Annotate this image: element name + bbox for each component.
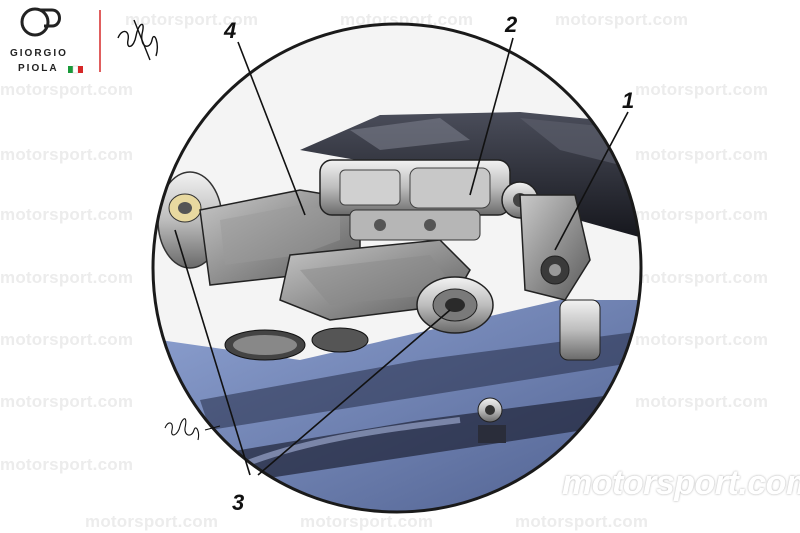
leader-line-1 [554, 111, 629, 251]
leader-line-3a [174, 229, 251, 476]
callout-label-1: 1 [622, 88, 635, 113]
watermark: motorsport.com [635, 145, 769, 164]
artist-signature-small-icon [164, 418, 221, 441]
watermark: motorsport.com [635, 330, 769, 349]
watermark: motorsport.com [0, 392, 134, 411]
torsion-hub [416, 276, 494, 334]
motorsport-brand-mark: motorsport.com [562, 464, 800, 502]
watermark: motorsport.com [125, 10, 259, 29]
watermark: motorsport.com [0, 145, 134, 164]
leader-line-3b [257, 309, 451, 476]
giorgio-piola-logo-icon [20, 7, 101, 74]
watermark: motorsport.com [635, 268, 769, 287]
leader-line-2 [469, 37, 514, 196]
watermark: motorsport.com [85, 512, 219, 531]
gear-ring [224, 327, 369, 361]
watermark: motorsport.com [555, 10, 689, 29]
watermark: motorsport.com [0, 80, 134, 99]
logo-line-piola: PIOLA [18, 63, 59, 74]
cutaway-view [153, 24, 641, 512]
watermark: motorsport.com [300, 512, 434, 531]
logo-line-giorgio: GIORGIO [10, 48, 68, 59]
watermark: motorsport.com [635, 205, 769, 224]
callout-label-2: 2 [505, 12, 518, 37]
watermark: motorsport.com [635, 392, 769, 411]
leader-line-4 [237, 41, 306, 216]
watermark: motorsport.com [0, 330, 134, 349]
watermark: motorsport.com [0, 268, 134, 287]
watermark: motorsport.com [0, 205, 134, 224]
watermark: motorsport.com [515, 512, 649, 531]
callout-lines [174, 37, 629, 476]
watermark: motorsport.com [635, 80, 769, 99]
artist-signature-icon [117, 19, 159, 61]
callout-label-3: 3 [232, 490, 245, 515]
lens-circle-outline [151, 22, 643, 514]
callout-label-4: 4 [224, 18, 237, 43]
rocker-bracket [519, 194, 601, 361]
watermark: motorsport.com [0, 455, 134, 474]
